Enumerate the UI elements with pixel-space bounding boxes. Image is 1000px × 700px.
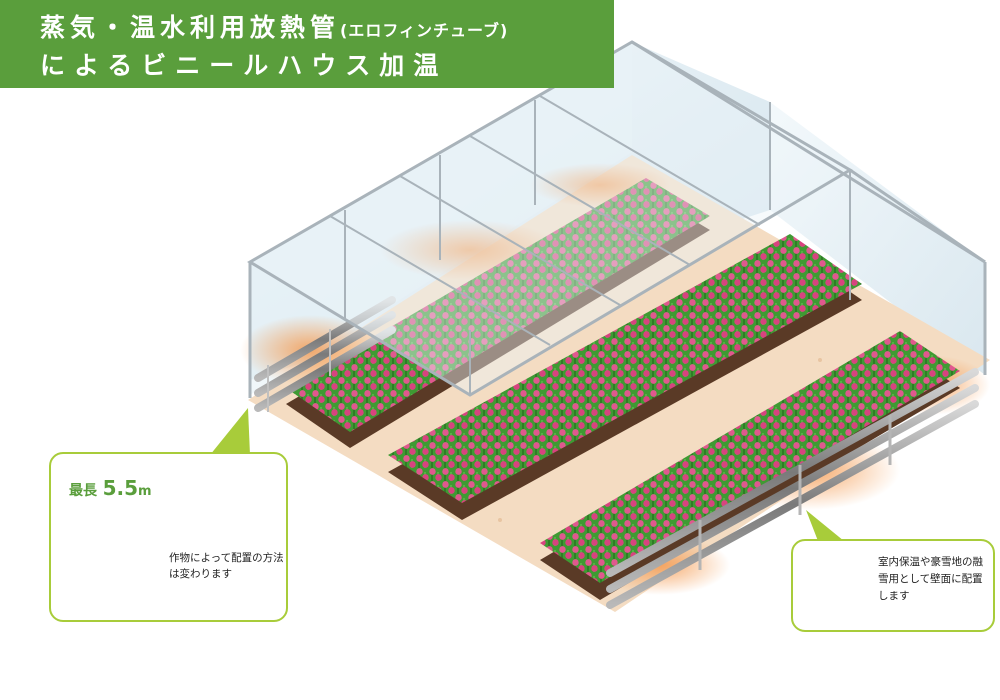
crop-bed-back (286, 178, 710, 448)
callout-left: 最長 5.5m 作物によって配置の方法は変わります (49, 452, 288, 622)
title-line-1: 蒸気・温水利用放熱管(エロフィンチューブ) (40, 8, 508, 44)
title-banner: 蒸気・温水利用放熱管(エロフィンチューブ) によるビニールハウス加温 (0, 0, 614, 88)
title-line-2: によるビニールハウス加温 (40, 51, 448, 80)
crop-bed-front (540, 331, 960, 600)
callout-right-note: 室内保温や豪雪地の融雪用として壁面に配置します (878, 556, 983, 602)
callout-right: 室内保温や豪雪地の融雪用として壁面に配置します (791, 539, 995, 632)
callout-left-pointer (210, 408, 250, 455)
heating-pipes-front-wall (606, 368, 979, 609)
callout-left-note: 作物によって配置の方法は変わります (169, 552, 284, 580)
max-unit: m (138, 484, 152, 499)
crop-bed-middle (388, 234, 862, 520)
title-main: 蒸気・温水利用放熱管 (40, 13, 341, 42)
max-value: 5.5 (102, 476, 139, 500)
title-paren: (エロフィンチューブ) (340, 21, 509, 40)
greenhouse-frame (247, 40, 987, 398)
callout-right-pointer (806, 510, 844, 541)
heating-pipes-left-wall (254, 296, 396, 412)
max-label: 最長 (69, 483, 97, 499)
max-length-label: 最長 5.5m (69, 476, 152, 500)
